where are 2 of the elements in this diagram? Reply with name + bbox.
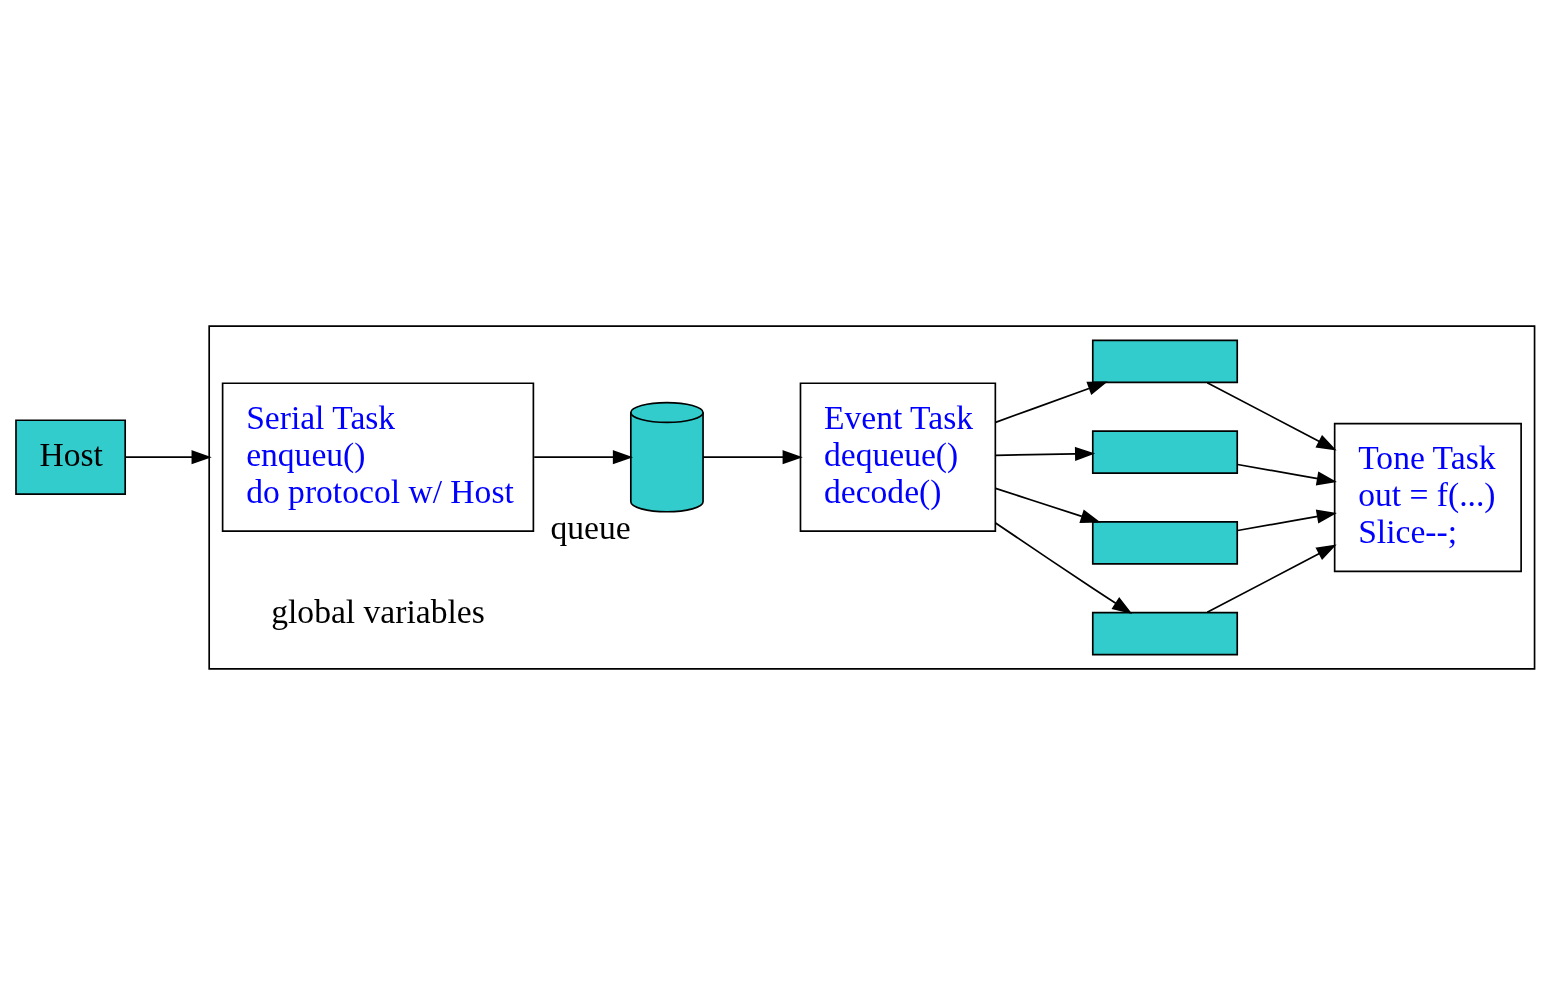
label: global variables — [271, 592, 485, 630]
node-label: queue — [550, 508, 631, 546]
